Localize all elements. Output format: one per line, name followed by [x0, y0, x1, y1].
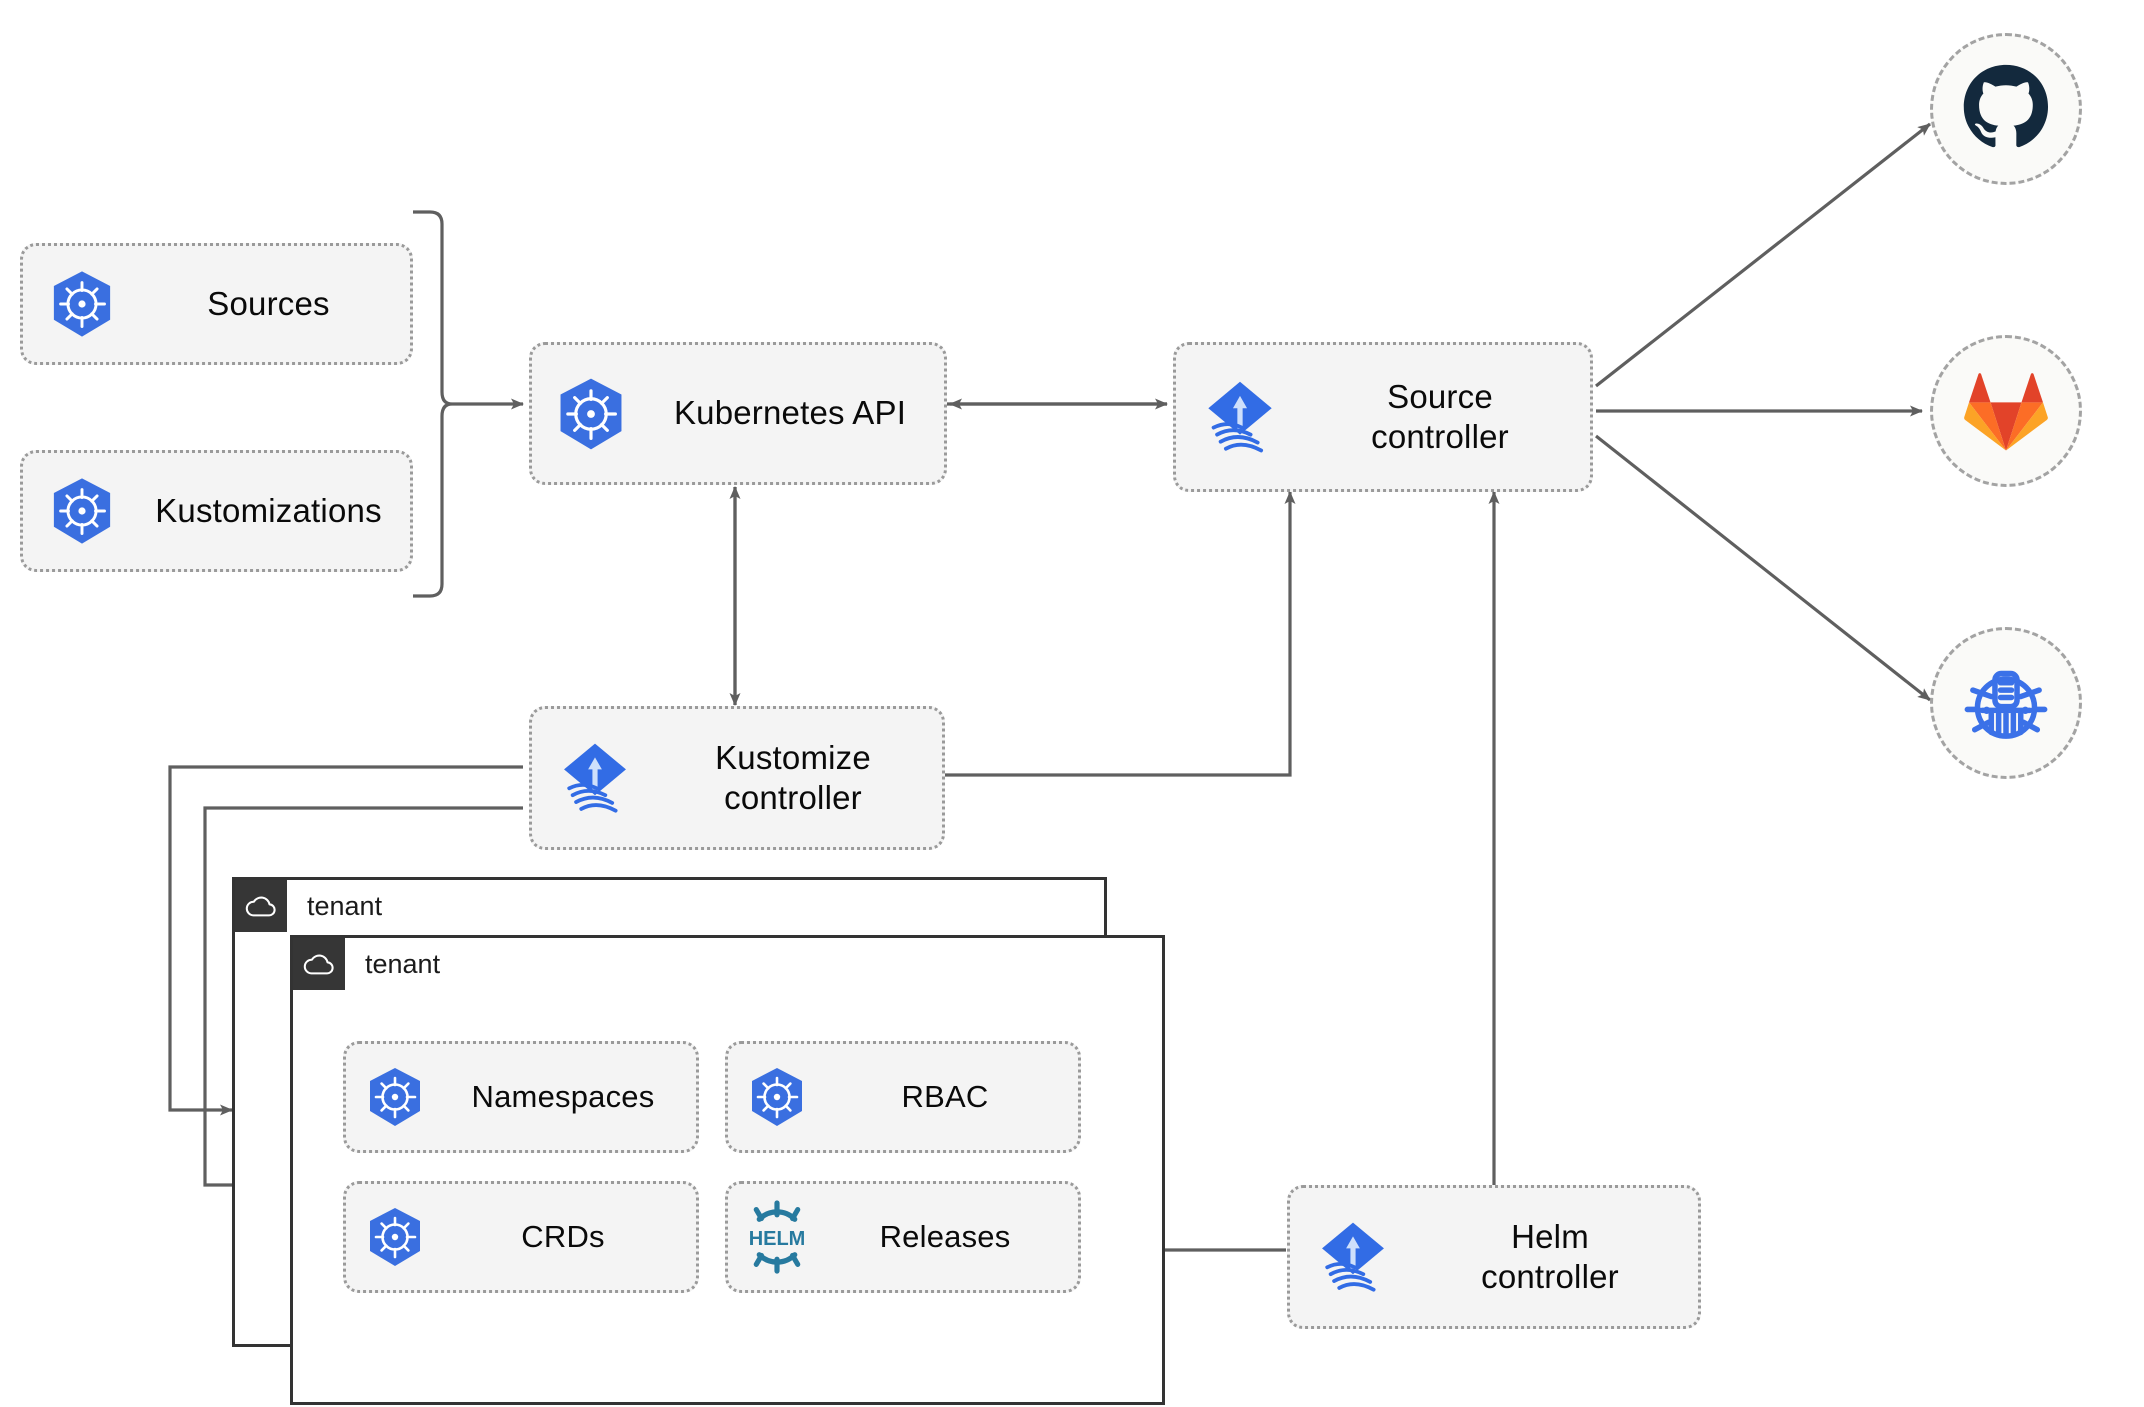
kubernetes-icon: [346, 1205, 444, 1269]
resource-label: Sources: [207, 284, 330, 322]
kubernetes-icon: [346, 1065, 444, 1129]
tenant-label: tenant: [307, 890, 383, 921]
tenant-card-crds[interactable]: CRDs: [343, 1181, 699, 1293]
node-label-line1: Helm: [1511, 1217, 1589, 1255]
node-kubernetes-api[interactable]: Kubernetes API: [529, 342, 947, 485]
tenant-header: tenant: [293, 938, 440, 990]
tenant-card-releases[interactable]: HELM Releases: [725, 1181, 1081, 1293]
tenant-label: tenant: [365, 948, 441, 979]
bucket-icon: [1964, 670, 2048, 739]
provider-bucket[interactable]: [1930, 627, 2082, 779]
tenant-card-label: Namespaces: [471, 1079, 655, 1115]
tenant-card-label: Releases: [879, 1219, 1011, 1255]
node-label-line2: controller: [724, 779, 862, 816]
node-label-line1: Kustomize: [715, 738, 871, 776]
kubernetes-icon: [532, 375, 650, 453]
tenant-card-rbac[interactable]: RBAC: [725, 1041, 1081, 1153]
node-helm-controller[interactable]: Helm controller: [1287, 1185, 1701, 1329]
cloud-icon: [293, 938, 345, 990]
node-label: Kustomize controller: [658, 738, 942, 819]
node-label: Source controller: [1304, 377, 1590, 458]
tenant-card-namespaces[interactable]: Namespaces: [343, 1041, 699, 1153]
tenant-container-front[interactable]: tenant Namespaces: [290, 935, 1165, 1405]
tenant-card-label: RBAC: [901, 1079, 989, 1115]
flux-icon: [1290, 1214, 1416, 1300]
kubernetes-icon: [23, 475, 141, 547]
helm-icon: HELM: [728, 1200, 826, 1274]
node-label-line2: controller: [1371, 418, 1509, 455]
cloud-icon: [235, 880, 287, 932]
node-label: Helm controller: [1416, 1217, 1698, 1298]
github-icon: [1963, 64, 2049, 148]
tenant-card-label: CRDs: [521, 1219, 605, 1255]
node-label-line1: Source: [1387, 377, 1493, 415]
provider-gitlab[interactable]: [1930, 335, 2082, 487]
flux-icon: [532, 735, 658, 821]
node-label-line2: controller: [1481, 1258, 1619, 1295]
flux-icon: [1176, 373, 1304, 461]
node-source-controller[interactable]: Source controller: [1173, 342, 1593, 492]
node-kustomize-controller[interactable]: Kustomize controller: [529, 706, 945, 850]
resource-card-kustomizations[interactable]: Kustomizations: [20, 450, 413, 572]
resource-label: Kustomizations: [155, 491, 382, 529]
kubernetes-icon: [23, 268, 141, 340]
resource-card-sources[interactable]: Sources: [20, 243, 413, 365]
provider-github[interactable]: [1930, 33, 2082, 185]
gitlab-icon: [1964, 373, 2048, 451]
svg-text:HELM: HELM: [749, 1228, 806, 1250]
kubernetes-icon: [728, 1065, 826, 1129]
tenant-header: tenant: [235, 880, 382, 932]
node-label: Kubernetes API: [673, 394, 907, 432]
